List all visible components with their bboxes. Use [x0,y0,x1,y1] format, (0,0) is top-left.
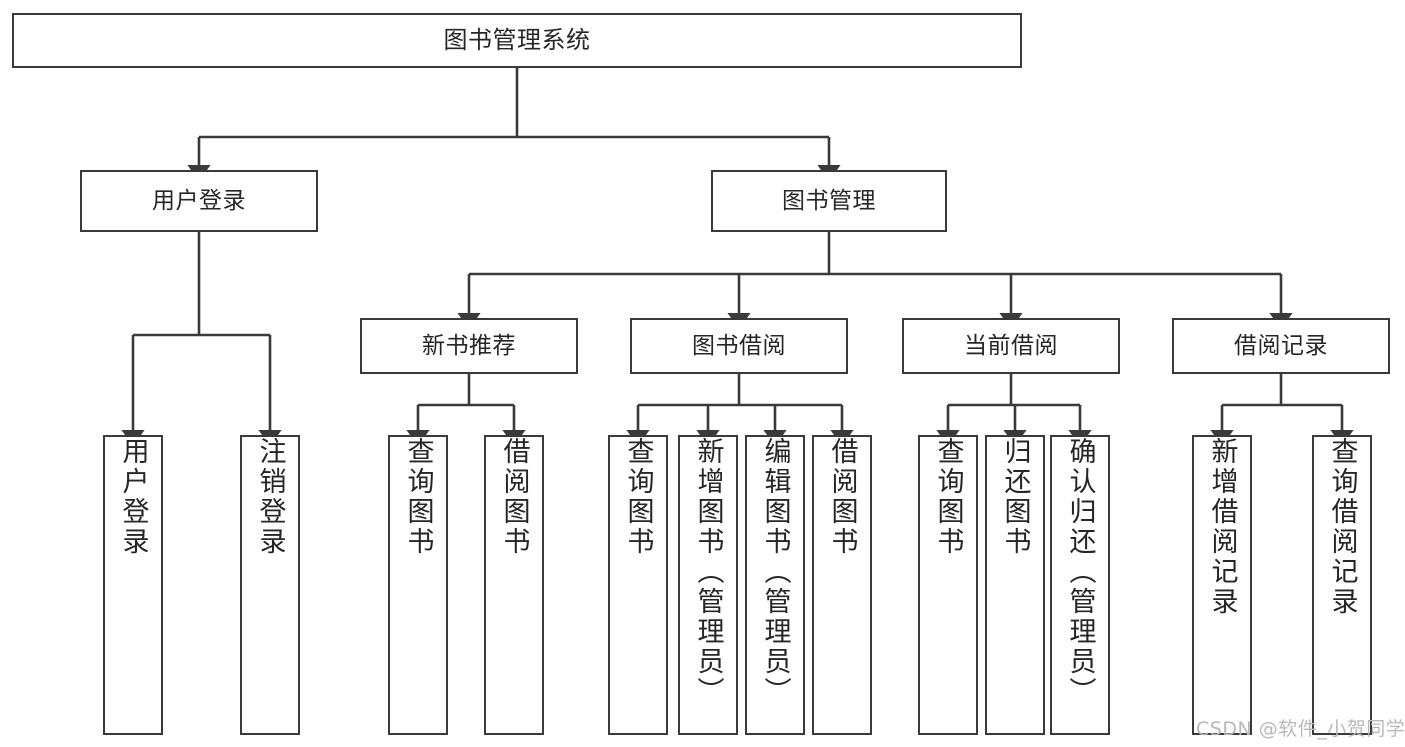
node-leaf12[interactable]: 新增借阅记录 [1192,435,1252,735]
node-records[interactable]: 借阅记录 [1172,318,1390,374]
csdn-watermark: CSDN @软件_小贺同学 [1196,718,1405,740]
node-label: 用户登录 [117,437,149,557]
node-leaf9[interactable]: 查询图书 [918,435,978,735]
node-label: 查询图书 [402,437,434,557]
node-label: 新增图书（管理员） [692,437,724,707]
node-label: 借阅记录 [1234,332,1328,359]
node-label: 查询图书 [622,437,654,557]
node-leaf6[interactable]: 新增图书（管理员） [678,435,738,735]
node-leaf5[interactable]: 查询图书 [608,435,668,735]
node-label: 借阅图书 [826,437,858,557]
node-label: 归还图书 [999,437,1031,557]
node-label: 图书管理系统 [443,25,591,54]
node-leaf8[interactable]: 借阅图书 [812,435,872,735]
node-label: 新增借阅记录 [1206,437,1238,617]
node-label: 图书管理 [782,187,876,214]
node-label: 确认归还（管理员） [1064,437,1096,707]
node-leaf3[interactable]: 查询图书 [388,435,448,735]
node-label: 借阅图书 [498,437,530,557]
node-leaf10[interactable]: 归还图书 [985,435,1045,735]
node-leaf7[interactable]: 编辑图书（管理员） [745,435,805,735]
node-label: 注销登录 [254,437,286,557]
node-bookmgmt[interactable]: 图书管理 [711,170,947,232]
node-leaf11[interactable]: 确认归还（管理员） [1050,435,1110,735]
node-leaf4[interactable]: 借阅图书 [484,435,544,735]
node-borrow[interactable]: 图书借阅 [630,318,848,374]
node-label: 当前借阅 [964,332,1058,359]
node-label: 编辑图书（管理员） [759,437,791,707]
node-current[interactable]: 当前借阅 [902,318,1120,374]
node-newbook[interactable]: 新书推荐 [360,318,578,374]
node-leaf13[interactable]: 查询借阅记录 [1312,435,1372,735]
node-label: 查询图书 [932,437,964,557]
node-leaf2[interactable]: 注销登录 [240,435,300,735]
node-root[interactable]: 图书管理系统 [12,13,1022,68]
node-leaf1[interactable]: 用户登录 [103,435,163,735]
node-label: 新书推荐 [422,332,516,359]
node-label: 查询借阅记录 [1326,437,1358,617]
node-label: 图书借阅 [692,332,786,359]
node-login[interactable]: 用户登录 [80,170,318,232]
node-label: 用户登录 [152,187,246,214]
